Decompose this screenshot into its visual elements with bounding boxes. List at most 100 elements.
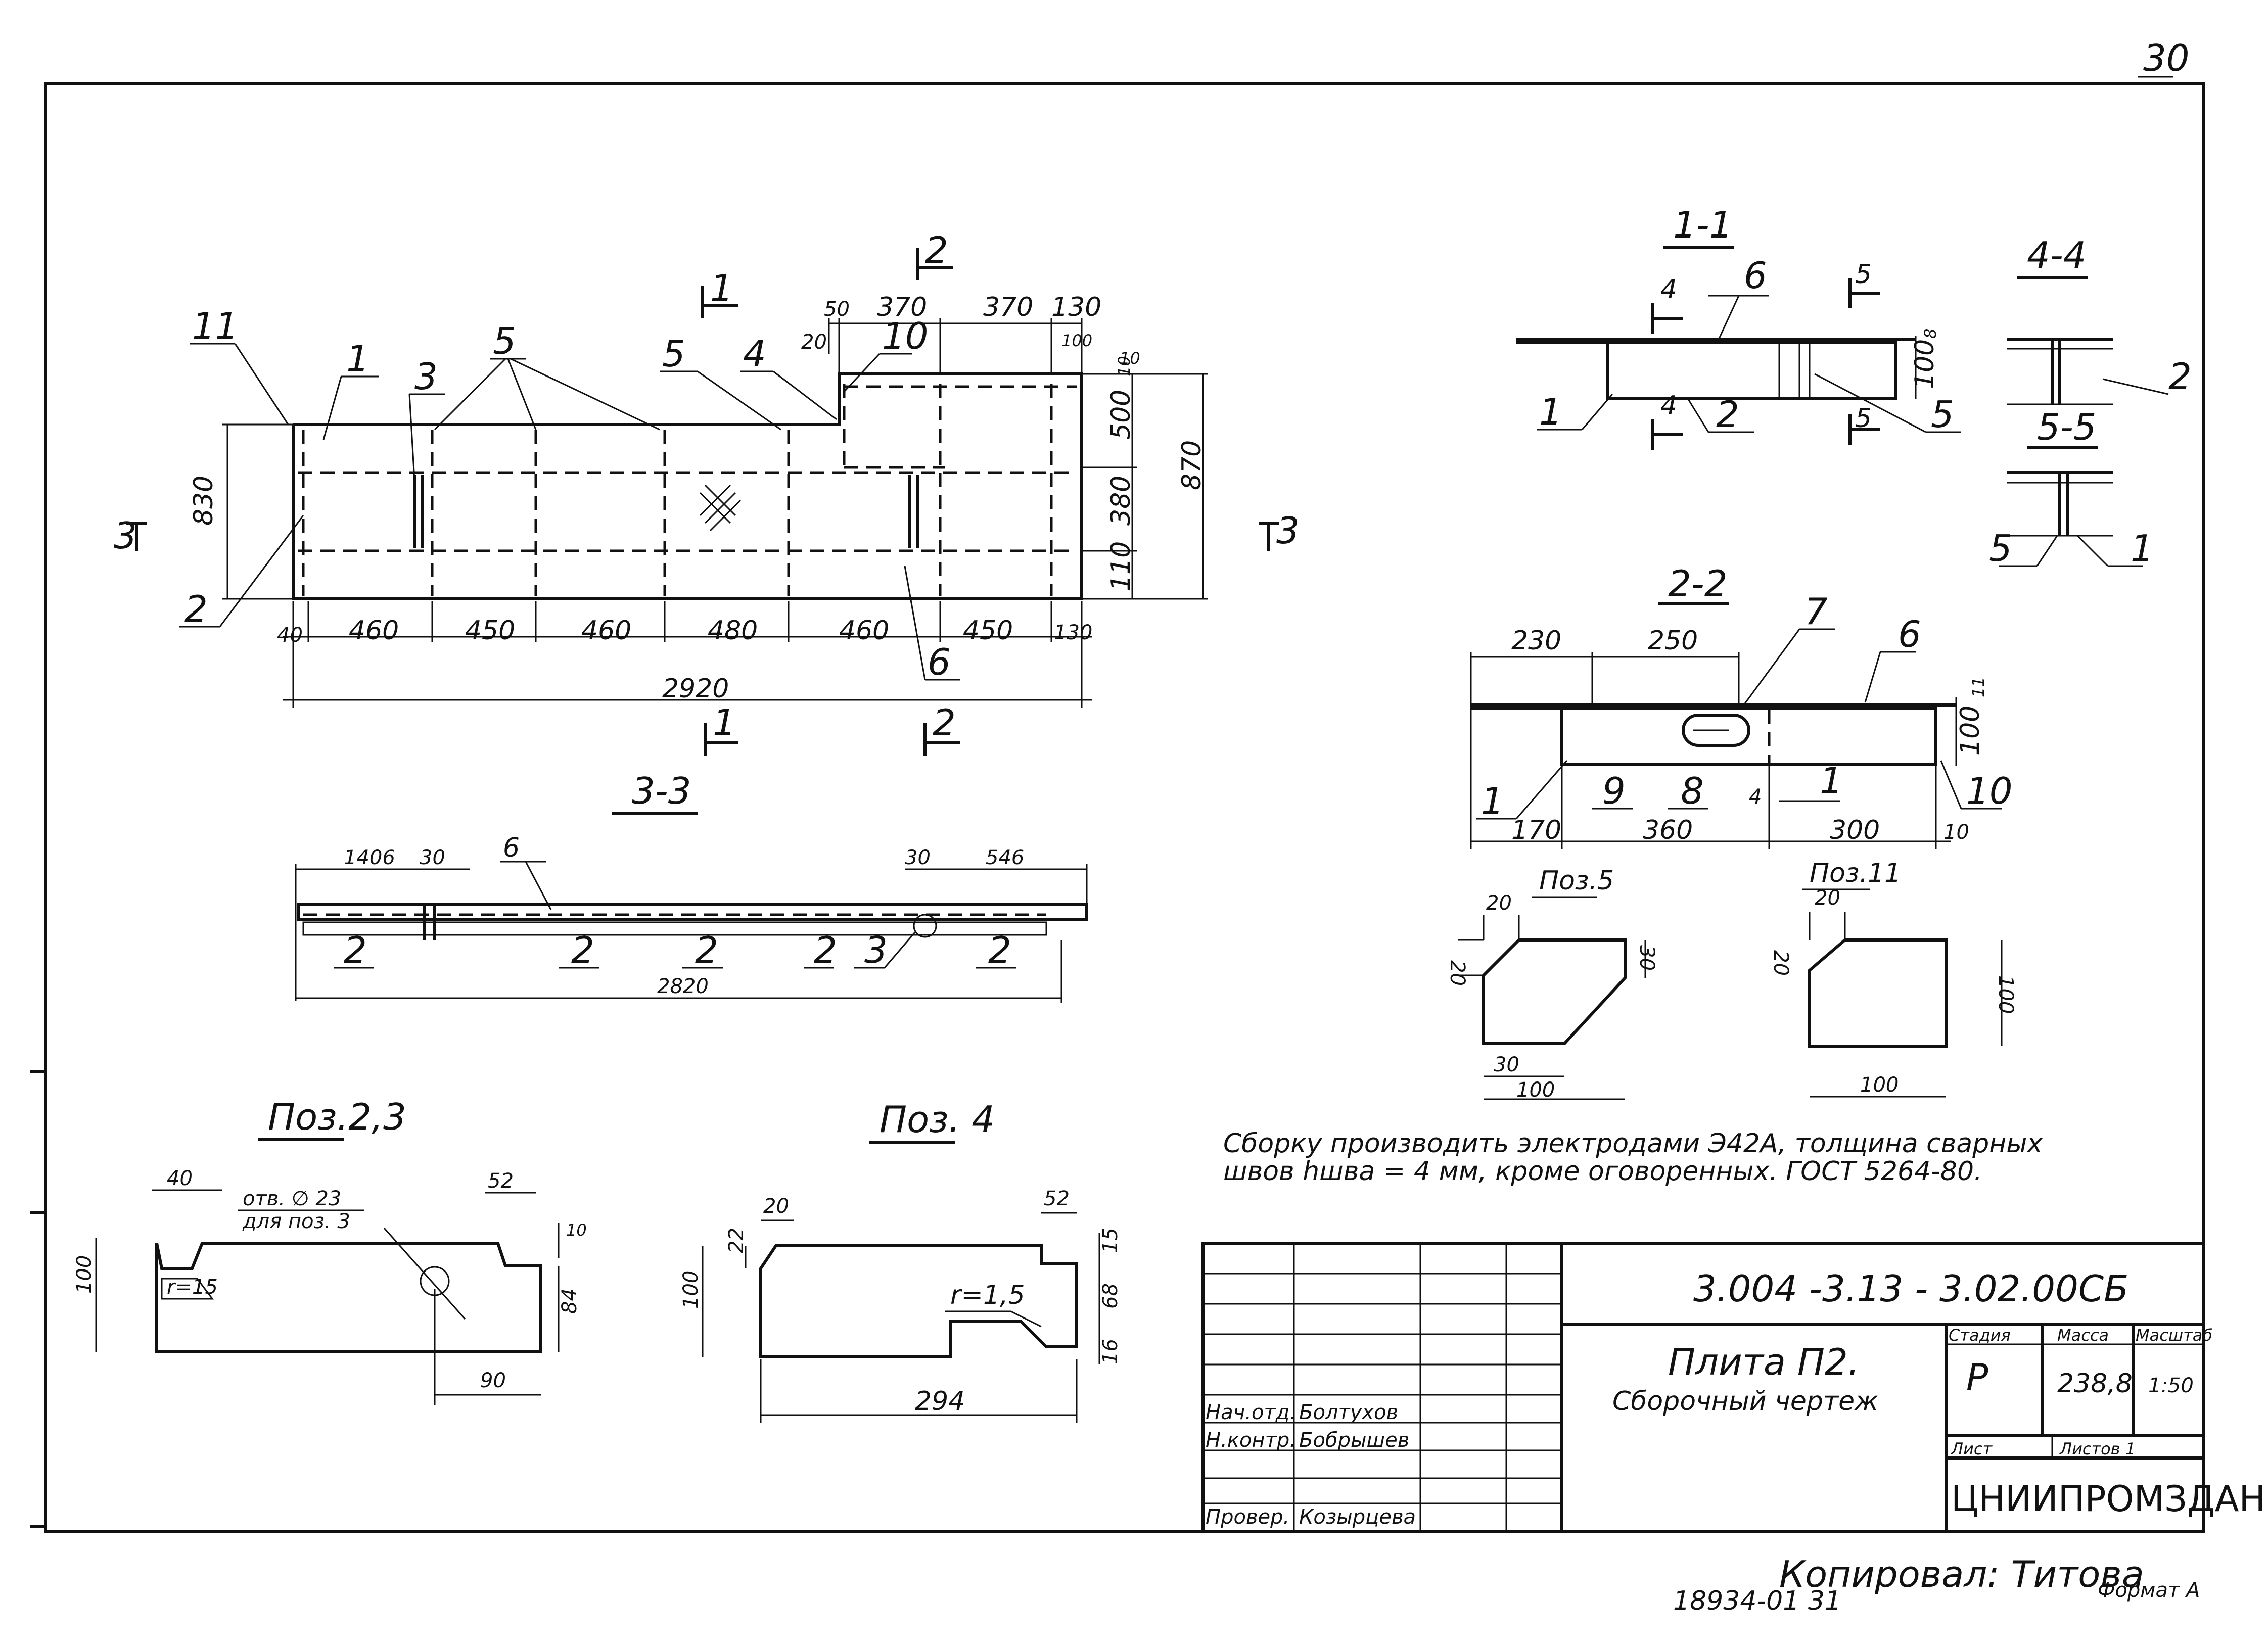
drawing-subtitle: Сборочный чертеж [1612,1386,1878,1417]
svg-text:360: 360 [1643,815,1693,845]
svg-text:170: 170 [1511,815,1561,845]
svg-text:84: 84 [558,1288,581,1314]
svg-text:1: 1 [2131,527,2154,570]
svg-text:Поз.5: Поз.5 [1539,866,1614,896]
section-1-1-title: 1-1 [1673,204,1733,246]
svg-text:Стадия: Стадия [1949,1326,2011,1345]
svg-text:20: 20 [1815,886,1840,910]
svg-text:6: 6 [1744,254,1767,297]
callout-3: 3 [414,355,438,398]
poz23-note-line2: для поз. 3 [242,1210,350,1233]
svg-text:6: 6 [503,833,520,863]
dim-bottom-3: 460 [581,616,631,646]
svg-text:20: 20 [763,1195,789,1218]
svg-text:2: 2 [2168,355,2192,398]
drawing-code: 3.004 -3.13 - 3.02.00СБ [1693,1267,2129,1310]
svg-text:294: 294 [915,1386,965,1417]
svg-text:Листов 1: Листов 1 [2059,1439,2136,1458]
svg-text:Масса: Масса [2057,1326,2109,1345]
svg-text:20: 20 [1486,891,1512,915]
svg-text:20: 20 [1769,950,1792,976]
sheet-format: Формат А [2098,1579,2200,1602]
svg-text:5: 5 [1989,527,2012,570]
svg-text:1:50: 1:50 [2148,1374,2194,1397]
dim-top-1: 370 [877,292,927,322]
callout-1: 1 [346,338,369,380]
svg-text:3: 3 [114,514,137,557]
svg-text:2: 2 [344,929,367,971]
svg-text:4: 4 [1660,391,1677,421]
svg-text:5: 5 [1855,403,1872,434]
dim-bottom-4: 480 [708,616,758,646]
svg-text:300: 300 [1830,815,1880,845]
dim-bottom-0: 40 [277,624,303,647]
section-1-1: 1-1 1 4 4 6 5 5 2 5 8 100 [1516,204,1961,450]
svg-text:22: 22 [725,1228,748,1253]
dim-right-0: 10 [1115,356,1134,377]
svg-text:250: 250 [1648,626,1698,656]
svg-text:7: 7 [1804,590,1828,633]
svg-text:68: 68 [1099,1283,1122,1309]
svg-text:Поз. 4: Поз. 4 [880,1098,995,1141]
dim-left: 830 [189,476,219,526]
section-mark-2: 2 2 [916,229,960,756]
svg-text:30: 30 [905,846,931,869]
section-2-2-title: 2-2 [1668,562,1728,605]
dim-right-3: 110 [1106,541,1136,591]
dim-top-5: 100 [1061,331,1092,350]
dim-top-6: 10 [1120,349,1140,368]
svg-text:Козырцева: Козырцева [1299,1505,1416,1529]
dim-top-4: 20 [801,331,827,354]
svg-text:9: 9 [1602,770,1626,812]
svg-text:2: 2 [571,929,594,971]
svg-text:5: 5 [1855,259,1872,290]
detail-poz-4: Поз. 4 20 52 22 100 15 68 16 294 r=1,5 [679,1098,1122,1423]
section-3-3: 3-3 1406 30 30 546 2820 6 2 2 2 2 3 2 [295,770,1088,1003]
svg-text:2: 2 [933,701,956,744]
svg-text:Бобрышев: Бобрышев [1299,1429,1409,1452]
svg-text:40: 40 [167,1167,193,1190]
callout-5a: 5 [493,320,516,362]
detail-poz-5: Поз.5 20 20 30 30 100 [1446,866,1658,1102]
svg-text:6: 6 [1898,613,1921,655]
svg-text:2: 2 [925,229,948,271]
section-3-3-title: 3-3 [632,770,691,812]
dim-bottom-1: 460 [349,616,399,646]
svg-text:52: 52 [488,1169,514,1193]
dim-right-2: 380 [1106,476,1136,526]
svg-text:1: 1 [1820,760,1843,802]
svg-text:2: 2 [1716,393,1739,436]
callout-6: 6 [928,641,951,683]
svg-text:100: 100 [1910,339,1940,389]
drawing-frame [44,82,2205,1533]
dim-right-total: 870 [1177,440,1207,490]
archive-number: 18934-01 31 [1673,1586,1841,1616]
svg-text:Поз.2,3: Поз.2,3 [268,1096,406,1138]
section-mark-1: 1 1 [701,267,738,756]
dim-top-0: 50 [824,298,850,321]
dim-right-1: 500 [1106,390,1136,440]
dim-top-2: 370 [983,292,1033,322]
svg-text:4: 4 [1660,274,1677,305]
svg-text:4-4: 4-4 [2027,234,2087,276]
title-block: 3.004 -3.13 - 3.02.00СБ Плита П2. Сбороч… [1201,1242,2268,1533]
callout-2: 2 [184,588,208,630]
callout-11: 11 [192,305,239,347]
svg-text:30: 30 [1494,1053,1519,1076]
dim-total: 2920 [662,674,729,704]
section-4-4: 4-4 2 [2007,234,2192,405]
svg-text:238,8: 238,8 [2057,1369,2133,1399]
svg-text:16: 16 [1099,1339,1122,1364]
detail-poz-2-3: Поз.2,3 40 52 10 100 84 90 отв. ∅ 23 для… [73,1096,587,1405]
section-2-2: 2-2 230 250 170 360 300 10 11 100 7 6 1 … [1470,562,2013,849]
callout-10: 10 [882,315,929,357]
svg-text:8: 8 [1681,770,1704,812]
svg-text:1: 1 [1481,780,1504,822]
page-number: 30 [2143,37,2190,79]
svg-text:10: 10 [1943,821,1969,844]
svg-text:230: 230 [1511,626,1561,656]
svg-text:100: 100 [1994,975,2017,1014]
svg-text:100: 100 [1955,705,1985,756]
svg-text:3: 3 [1276,509,1300,552]
